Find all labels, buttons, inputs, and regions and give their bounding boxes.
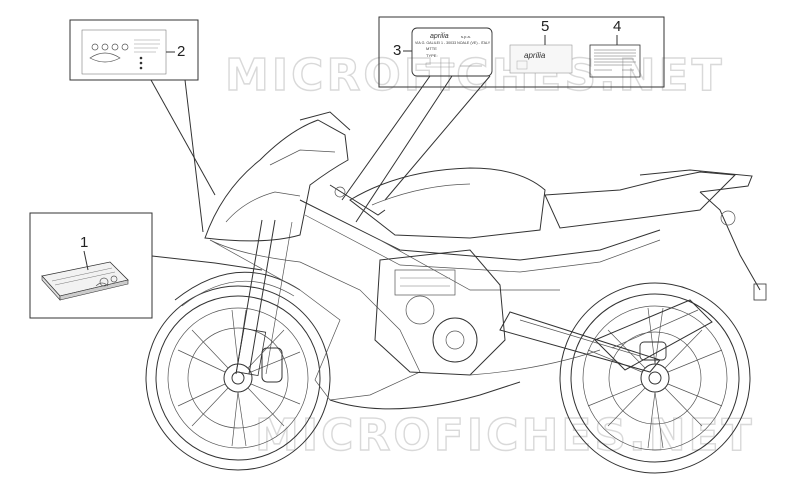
decal-3-type: TYPE:	[426, 53, 438, 58]
rear-wheel	[559, 282, 751, 474]
leader-lines	[150, 75, 491, 271]
manual-kit-box: 1	[29, 212, 153, 319]
warning-decal	[589, 44, 641, 78]
aprilia-decal: aprilia	[509, 44, 573, 74]
callout-5: 5	[541, 18, 549, 35]
tyre-label-box: 2	[69, 19, 199, 81]
callout-2: 2	[177, 43, 185, 60]
front-wheel	[145, 285, 331, 471]
callout-4: 4	[613, 18, 621, 35]
decal-3-brand: aprilia	[430, 33, 449, 40]
tyre-label-decal	[81, 29, 167, 75]
decal-5-brand: aprilia	[524, 51, 546, 60]
decals-box: aprilia s.p.a. VIA G. GALILEI 1 - 30033 …	[378, 16, 665, 88]
watermark-top: MICROFICHES.NET	[225, 50, 725, 101]
callout-3: 3	[393, 42, 401, 59]
decal-3-mtte: MTTE	[426, 46, 437, 51]
decal-3-suffix: s.p.a.	[461, 34, 471, 39]
watermark-bottom: MICROFICHES.NET	[255, 410, 755, 461]
manual-kit-illustration	[41, 261, 129, 301]
decal-3-address: VIA G. GALILEI 1 - 30033 NOALE (VE) - IT…	[415, 41, 491, 45]
motorcycle-illustration	[145, 111, 767, 474]
callout-1: 1	[80, 234, 88, 251]
engine	[374, 249, 506, 376]
